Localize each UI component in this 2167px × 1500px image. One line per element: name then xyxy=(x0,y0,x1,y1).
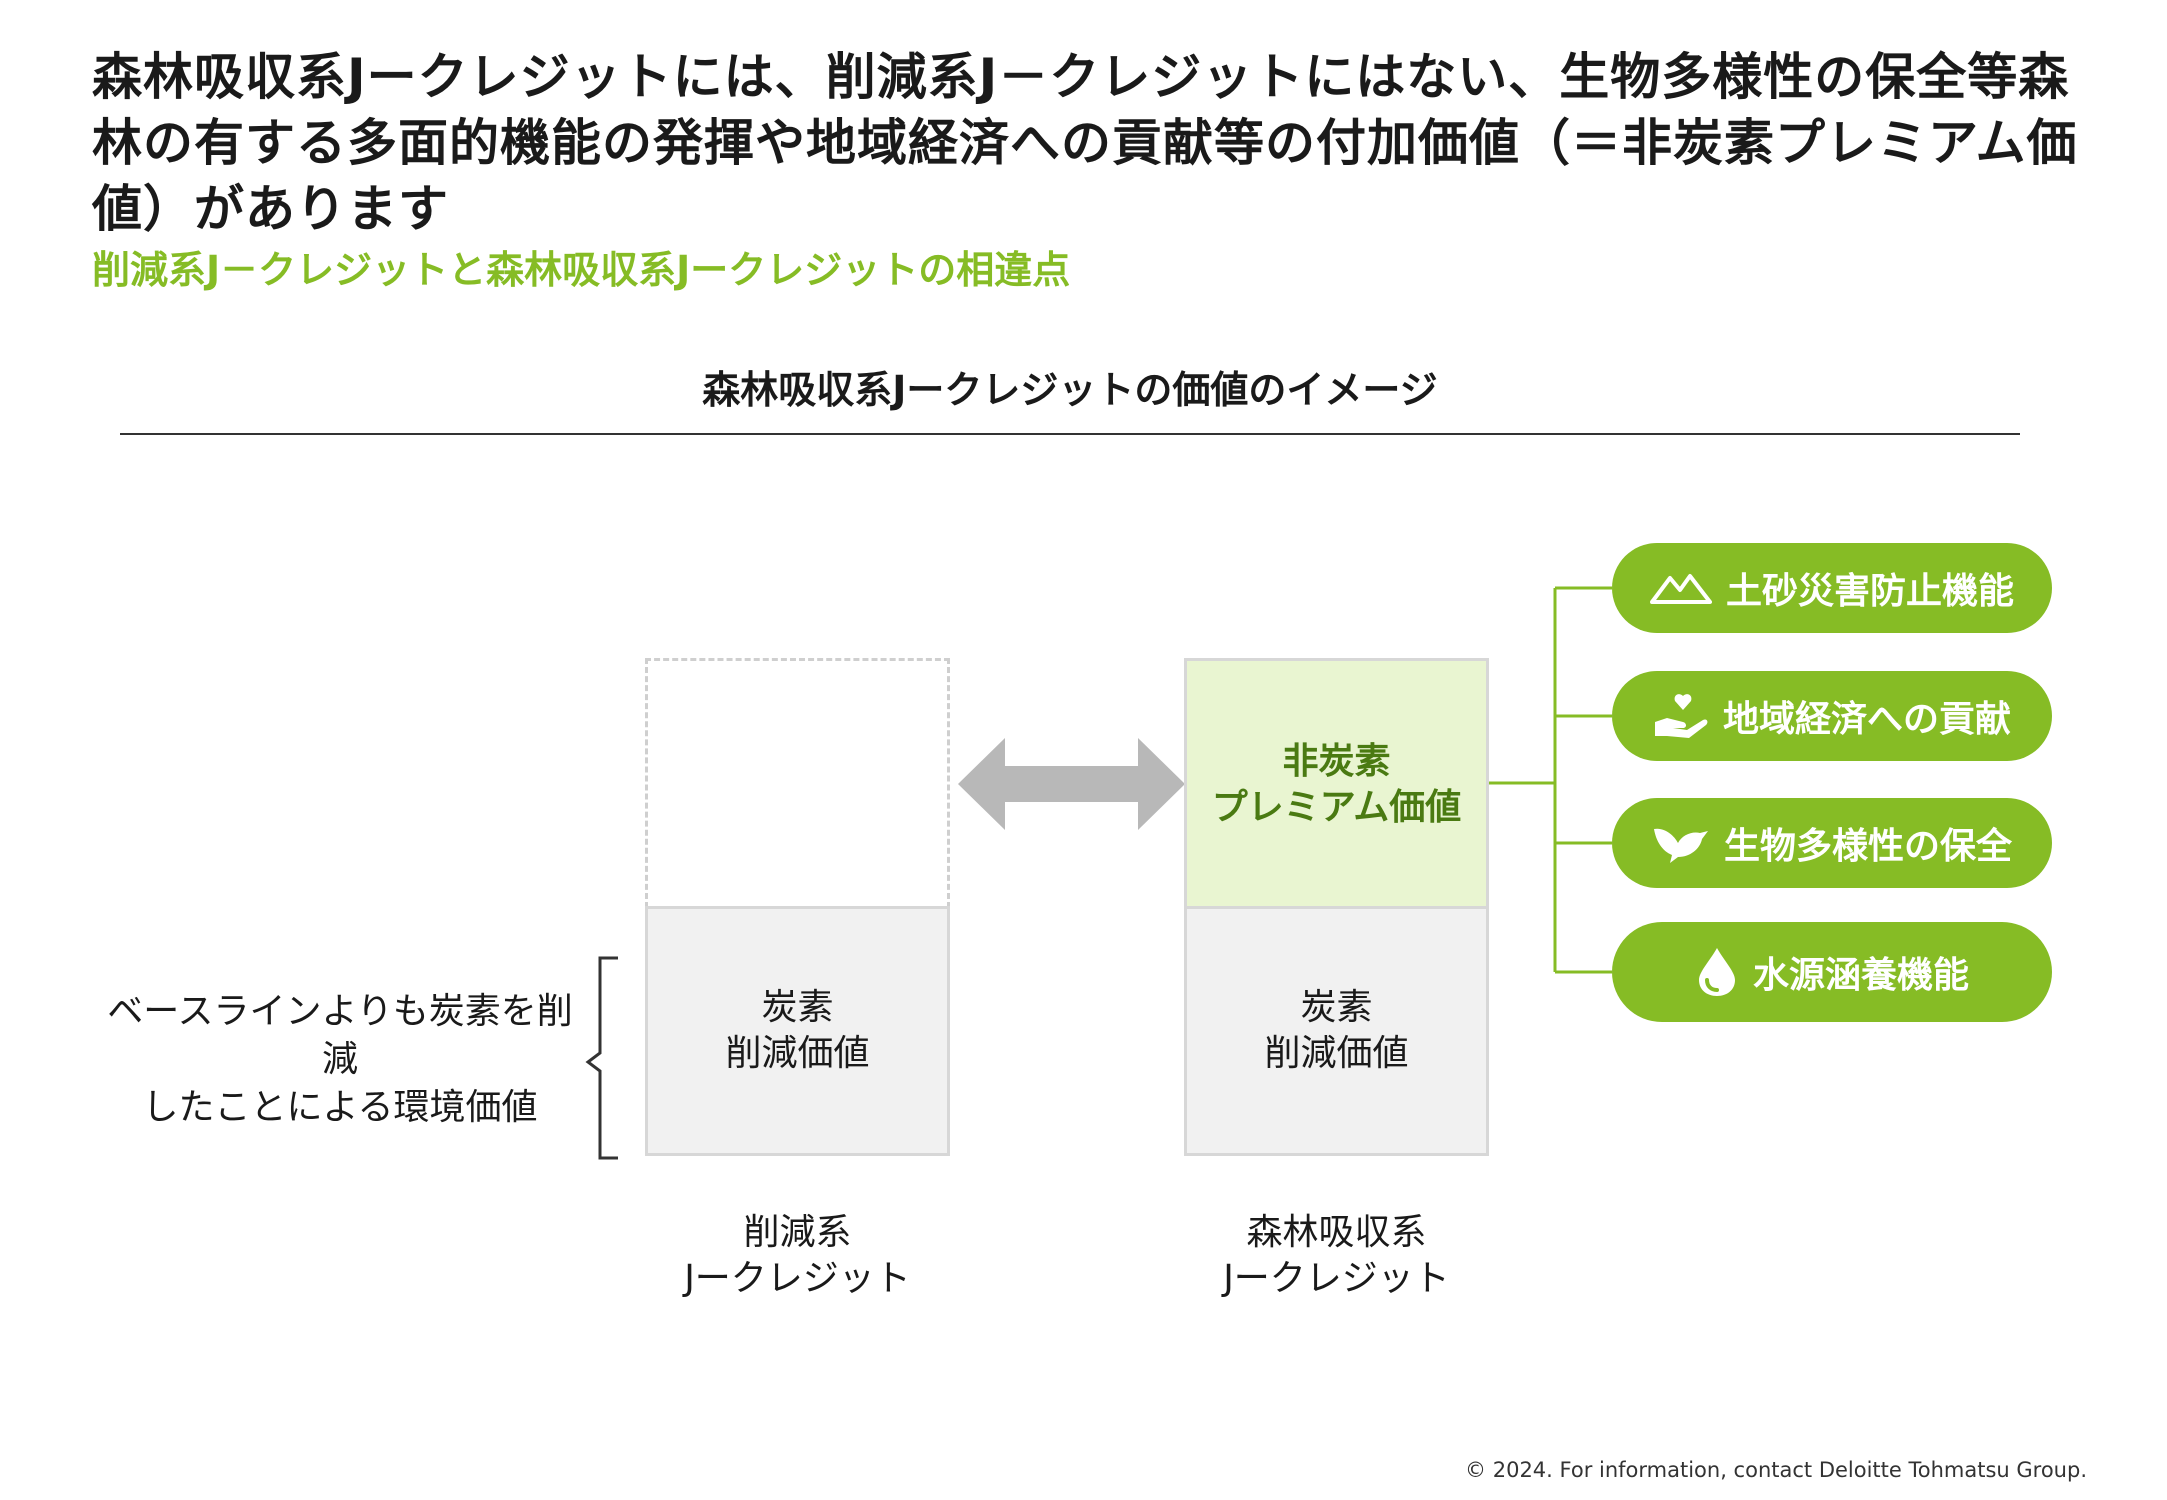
baseline-label: ベースラインよりも炭素を削減 したことによる環境価値 xyxy=(100,988,580,1132)
function-label: 土砂災害防止機能 xyxy=(1725,571,2014,612)
function-connectors xyxy=(1489,586,1612,974)
copyright-footer: © 2024. For information, contact Deloitt… xyxy=(1465,1458,2087,1482)
baseline-label-line2: したことによる環境価値 xyxy=(142,1087,538,1128)
left-column-label: 削減系 Jークレジット xyxy=(645,1210,950,1302)
premium-line1: 非炭素 xyxy=(1282,740,1391,782)
function-label: 水源涵養機能 xyxy=(1752,955,1969,996)
hand-heart-icon xyxy=(1654,694,1708,738)
function-pill-water: 水源涵養機能 xyxy=(1612,922,2052,1022)
premium-line2: プレミアム価値 xyxy=(1211,786,1462,828)
heading-divider xyxy=(120,433,2020,435)
removed-value-placeholder xyxy=(645,658,950,908)
page-subtitle: 削減系J－クレジットと森林吸収系Jークレジットの相違点 xyxy=(92,248,1071,292)
double-arrow xyxy=(958,738,1185,830)
function-pill-economy: 地域経済への貢献 xyxy=(1612,671,2052,761)
mountain-icon xyxy=(1649,574,1712,604)
bird-icon xyxy=(1653,828,1708,863)
diagram-heading: 森林吸収系Jークレジットの価値のイメージ xyxy=(702,368,1438,412)
function-label: 地域経済への貢献 xyxy=(1722,699,2011,740)
right-carbon-line2: 削減価値 xyxy=(1264,1033,1409,1074)
water-drop-icon xyxy=(1698,948,1735,996)
left-carbon-box: 炭素 削減価値 xyxy=(645,906,950,1156)
left-carbon-line1: 炭素 xyxy=(761,987,834,1028)
function-pill-biodiversity: 生物多様性の保全 xyxy=(1612,798,2052,888)
left-column-line2: Jークレジット xyxy=(684,1258,911,1299)
right-column-line1: 森林吸収系 xyxy=(1246,1212,1427,1253)
baseline-label-line1: ベースラインよりも炭素を削減 xyxy=(107,991,573,1080)
left-column-line1: 削減系 xyxy=(743,1212,852,1253)
left-carbon-line2: 削減価値 xyxy=(725,1033,870,1074)
function-pill-sediment: 土砂災害防止機能 xyxy=(1612,543,2052,633)
page-title: 森林吸収系Jークレジットには、削減系J－クレジットにはない、生物多様性の保全等森… xyxy=(92,48,2078,238)
function-label: 生物多様性の保全 xyxy=(1723,826,2012,867)
right-column-label: 森林吸収系 Jークレジット xyxy=(1184,1210,1489,1302)
baseline-bracket xyxy=(585,956,618,1160)
right-carbon-box: 炭素 削減価値 xyxy=(1184,906,1489,1156)
right-column-line2: Jークレジット xyxy=(1223,1258,1450,1299)
premium-value-box: 非炭素 プレミアム価値 xyxy=(1184,658,1489,908)
right-carbon-line1: 炭素 xyxy=(1300,987,1373,1028)
